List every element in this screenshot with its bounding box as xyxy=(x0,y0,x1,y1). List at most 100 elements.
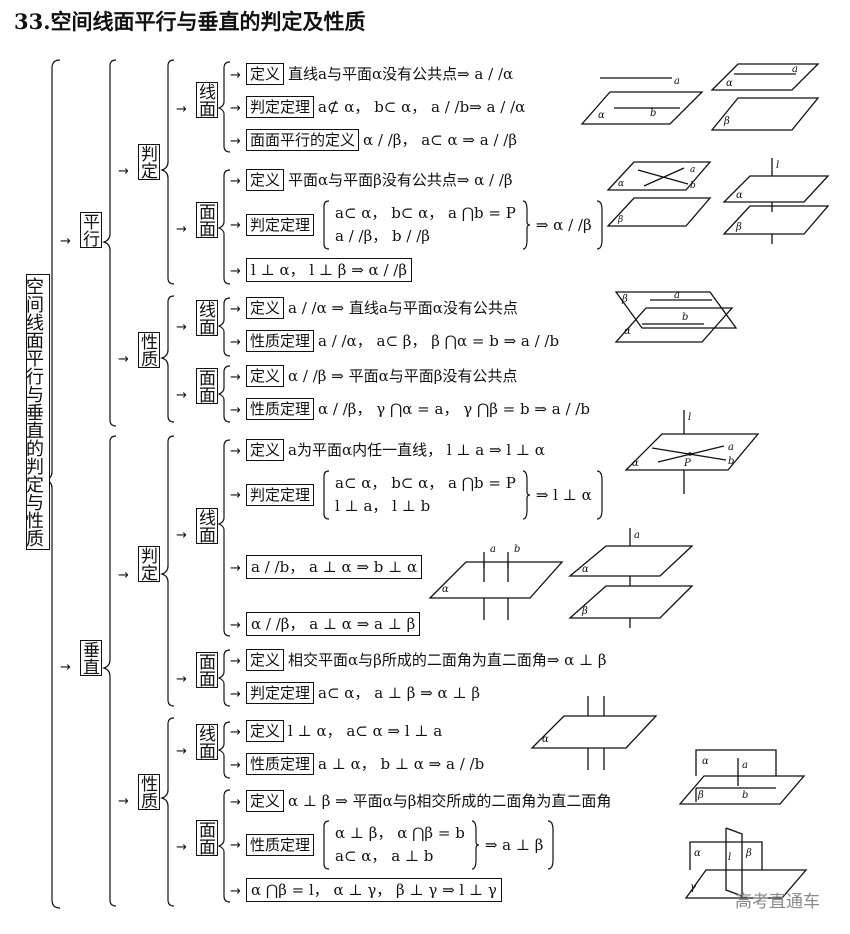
figure-letter: α xyxy=(542,734,549,745)
arrow-l3: → xyxy=(176,672,187,687)
figure-letter: α xyxy=(632,458,639,469)
tag-label: 定义 xyxy=(246,297,285,319)
system-brace-left xyxy=(323,820,330,870)
leaf-row: →a / /b， a ⊥ α ⇒ b ⊥ α xyxy=(230,555,423,579)
tag-label: 性质定理 xyxy=(246,330,315,352)
figure-letter: a xyxy=(792,64,798,75)
figure-letter: α xyxy=(694,848,701,859)
figure-letter: b xyxy=(690,181,696,191)
figure-letter: l xyxy=(728,852,731,863)
leaf-row: →定义相交平面α与β所成的二面角为直二面角⇒ α ⊥ β xyxy=(230,648,607,672)
figure-letter: b xyxy=(650,108,656,119)
statement-text: α ⊥ β ⇒ 平面α与β相交所成的二面角为直二面角 xyxy=(288,792,612,810)
figure-letter: a xyxy=(674,290,680,301)
statement-text: a⊂ α， a ⊥ β ⇒ α ⊥ β xyxy=(318,684,480,702)
arrow-l3: → xyxy=(176,840,187,855)
figure-letter: γ xyxy=(690,882,696,893)
figure-line-perp-parallel-planes: a α β xyxy=(568,528,694,628)
par-judge-lp-label: 线面 xyxy=(195,82,218,118)
arrow-perp-prop: → xyxy=(118,794,129,809)
conclusion-text: ⇒ a ⊥ β xyxy=(484,836,544,854)
perp-prop-label: 性质 xyxy=(137,774,160,810)
par-prop-pp-label: 面面 xyxy=(195,368,218,404)
tag-label: 性质定理 xyxy=(246,834,315,856)
figure-line-perp-plane-point: l a b P α xyxy=(624,410,760,494)
condition-line: α ⊥ β， α ⋂β = b xyxy=(335,824,465,842)
arrow-perp: → xyxy=(60,660,71,675)
tag-label: 定义 xyxy=(246,439,285,461)
figure-plane-through-parallel-line: β a b α xyxy=(614,290,738,343)
figure-letter: β xyxy=(723,116,730,127)
statement-text: a为平面α内任一直线， l ⊥ a ⇒ l ⊥ α xyxy=(288,441,545,459)
figure-letter: a xyxy=(634,530,640,541)
perp-label: 垂直 xyxy=(79,640,102,676)
arrow-l3: → xyxy=(176,320,187,335)
system-brace-right xyxy=(522,470,530,520)
figure-letter: b xyxy=(728,456,734,467)
statement-text: 平面α与平面β没有公共点⇒ α / /β xyxy=(288,171,513,189)
statement-text: 直线a与平面α没有公共点⇒ a / /α xyxy=(288,65,514,83)
tag-label: 判定定理 xyxy=(246,96,315,118)
system-paren xyxy=(596,470,603,520)
statement-text: a / /α ⇒ 直线a与平面α没有公共点 xyxy=(288,299,518,317)
root-label: 空间线面平行与垂直的判定与性质 xyxy=(23,274,50,550)
figure-letter: a xyxy=(728,442,734,453)
condition-line: a⊂ α， a ⊥ b xyxy=(335,847,434,865)
watermark-text: 高考直通车 xyxy=(735,892,820,912)
leaf-row: →l ⊥ α， l ⊥ β ⇒ α / /β xyxy=(230,258,412,282)
arrow-l3: → xyxy=(176,102,187,117)
arrow-parallel: → xyxy=(60,234,71,249)
statement-text: a / /α， a⊂ β， β ⋂α = b ⇒ a / /b xyxy=(318,332,560,350)
tag-label: 定义 xyxy=(246,169,285,191)
statement-text: a⊄ α， b⊂ α， a / /b⇒ a / /α xyxy=(318,98,526,116)
figure-letter: a xyxy=(742,760,748,771)
condition-line: l ⊥ a， l ⊥ b xyxy=(335,497,431,515)
arrow-par-judge: → xyxy=(118,164,129,179)
figure-parallel-lines-perp-plane: a b α xyxy=(428,544,564,620)
figure-two-perp-lines-plane: α xyxy=(530,696,658,770)
figure-letter: l xyxy=(688,412,691,423)
figure-letter: α xyxy=(736,190,743,201)
tag-label: 定义 xyxy=(246,63,285,85)
boxed-statement: a / /b， a ⊥ α ⇒ b ⊥ α xyxy=(246,555,423,579)
figure-letter: α xyxy=(726,78,733,89)
figure-letter: β xyxy=(621,294,628,305)
figure-letter: β xyxy=(581,606,588,617)
tag-label: 性质定理 xyxy=(246,753,315,775)
system-paren xyxy=(548,820,555,870)
statement-text: α / /β ⇒ 平面α与平面β没有公共点 xyxy=(288,367,518,385)
arrow-l3: → xyxy=(176,388,187,403)
perp-judge-label: 判定 xyxy=(137,546,160,582)
tag-label: 判定定理 xyxy=(246,484,315,506)
tag-label: 定义 xyxy=(246,649,285,671)
figure-letter: α xyxy=(582,564,589,575)
figure-line-parallel-plane: a α b xyxy=(580,76,704,125)
condition-line: a / /β， b / /β xyxy=(335,227,430,245)
statement-text: α / /β， γ ⋂α = a， γ ⋂β = b ⇒ a / /b xyxy=(318,400,590,418)
system-brace-left xyxy=(323,200,330,250)
figure-letter: P xyxy=(683,458,691,469)
figure-letter: a xyxy=(490,544,496,555)
point-P xyxy=(688,452,692,456)
figure-letter: α xyxy=(618,179,624,189)
conclusion-text: ⇒ l ⊥ α xyxy=(535,486,592,504)
parallel-label: 平行 xyxy=(79,212,102,248)
tag-label: 性质定理 xyxy=(246,398,315,420)
statement-text: l ⊥ α， a⊂ α ⇒ l ⊥ a xyxy=(288,722,443,740)
figure-letter: a xyxy=(674,76,680,87)
tag-label: 定义 xyxy=(246,720,285,742)
figure-letter: b xyxy=(514,544,520,555)
tag-label: 定义 xyxy=(246,365,285,387)
figure-letter: β xyxy=(617,215,623,225)
leaf-row: →定义直线a与平面α没有公共点⇒ a / /α xyxy=(230,62,513,86)
perp-judge-lp-label: 线面 xyxy=(195,508,218,544)
